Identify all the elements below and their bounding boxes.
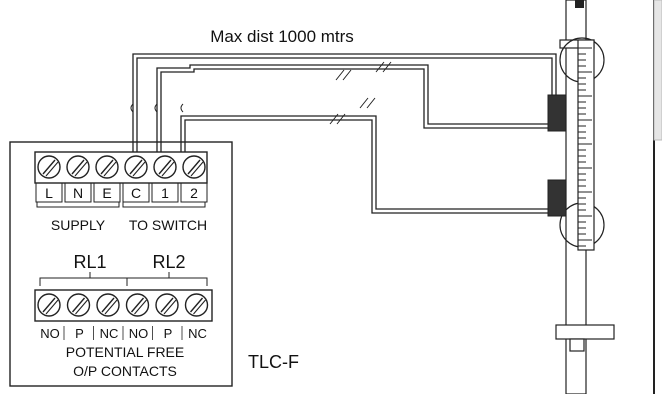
lower-switch-body	[547, 179, 567, 217]
supply-terminal-label: 1	[161, 185, 169, 201]
supply-terminal-box	[180, 182, 208, 203]
contact-screw-5	[155, 293, 179, 317]
contact-terminal-labels: NO P NC NO P NC	[40, 326, 207, 341]
switch-group-label: TO SWITCH	[129, 217, 207, 233]
supply-screw-6	[182, 155, 206, 179]
model-label: TLC-F	[248, 352, 299, 372]
supply-terminal-box	[35, 182, 63, 203]
field-wiring	[130, 53, 557, 214]
supply-terminal-block	[34, 151, 208, 184]
contact-terminal-label: NO	[129, 326, 149, 341]
contact-screw-3	[96, 293, 120, 317]
supply-screw-3	[95, 155, 119, 179]
relay-label-rl1: RL1	[73, 252, 106, 272]
supply-group-label: SUPPLY	[51, 217, 106, 233]
contact-terminal-label: NC	[188, 326, 207, 341]
contacts-label-line2: O/P CONTACTS	[73, 363, 177, 379]
panel-tab	[653, 0, 662, 141]
supply-terminal-box	[151, 182, 179, 203]
contact-screw-1	[37, 293, 61, 317]
rl1-bracket	[39, 272, 128, 286]
contact-screw-6	[184, 293, 209, 317]
contacts-terminal-block	[34, 289, 213, 322]
contact-terminal-label: NC	[100, 326, 119, 341]
switch-bracket	[122, 202, 206, 208]
supply-screw-4	[124, 155, 148, 179]
supply-terminal-box	[64, 182, 92, 203]
contact-terminal-label: NO	[40, 326, 60, 341]
supply-terminal-box	[122, 182, 150, 203]
contact-screw-2	[66, 293, 91, 317]
supply-terminal-box	[93, 182, 121, 203]
contacts-label-line1: POTENTIAL FREE	[66, 344, 185, 360]
supply-screw-1	[37, 155, 61, 179]
relay-label-rl2: RL2	[152, 252, 185, 272]
supply-screw-2	[66, 155, 90, 179]
controller-enclosure	[9, 141, 233, 387]
supply-terminal-label: C	[131, 185, 141, 201]
supply-terminal-label: E	[102, 185, 111, 201]
supply-terminal-label: 2	[190, 185, 198, 201]
level-gauge	[547, 0, 615, 394]
contact-terminal-label: P	[75, 326, 84, 341]
supply-bracket	[36, 202, 120, 208]
supply-terminal-label: L	[45, 185, 53, 201]
supply-terminal-label: N	[73, 185, 83, 201]
supply-terminal-labels: L N E C 1 2	[35, 182, 208, 203]
contact-terminal-label: P	[164, 326, 173, 341]
supply-screw-5	[153, 155, 177, 179]
upper-switch-body	[547, 94, 567, 132]
max-distance-label: Max dist 1000 mtrs	[210, 27, 354, 46]
rl2-bracket	[126, 272, 208, 286]
contact-screw-4	[125, 293, 150, 317]
